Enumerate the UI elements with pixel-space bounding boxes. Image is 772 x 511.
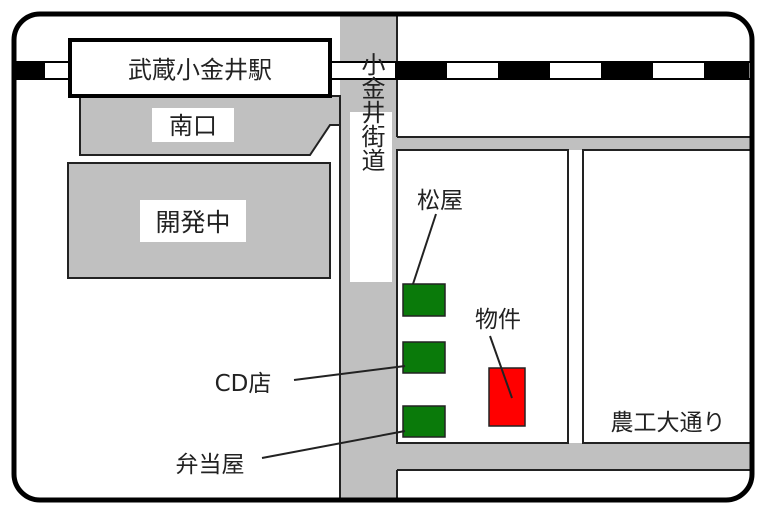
development-area-label: 開発中 bbox=[155, 208, 230, 237]
main-street-label: 小金井街道 bbox=[357, 52, 385, 172]
property-label: 物件 bbox=[475, 307, 521, 333]
south-exit-label: 南口 bbox=[169, 112, 217, 140]
station-box bbox=[68, 38, 332, 98]
property-marker bbox=[488, 367, 526, 427]
leader-lines bbox=[261, 213, 513, 459]
upper-road bbox=[397, 137, 752, 150]
cd-shop-marker bbox=[402, 341, 446, 374]
bento-shop-marker bbox=[402, 405, 446, 438]
east-block bbox=[582, 149, 753, 444]
side-street-label: 農工大通り bbox=[611, 410, 726, 436]
cd-shop-label: CD店 bbox=[215, 371, 272, 397]
matsuya-label: 松屋 bbox=[417, 188, 463, 214]
matsuya-marker bbox=[402, 283, 446, 317]
bento-shop-label: 弁当屋 bbox=[176, 452, 245, 478]
side-street-road bbox=[397, 443, 752, 470]
station-label: 武蔵小金井駅 bbox=[128, 56, 272, 84]
map-frame bbox=[11, 11, 755, 503]
